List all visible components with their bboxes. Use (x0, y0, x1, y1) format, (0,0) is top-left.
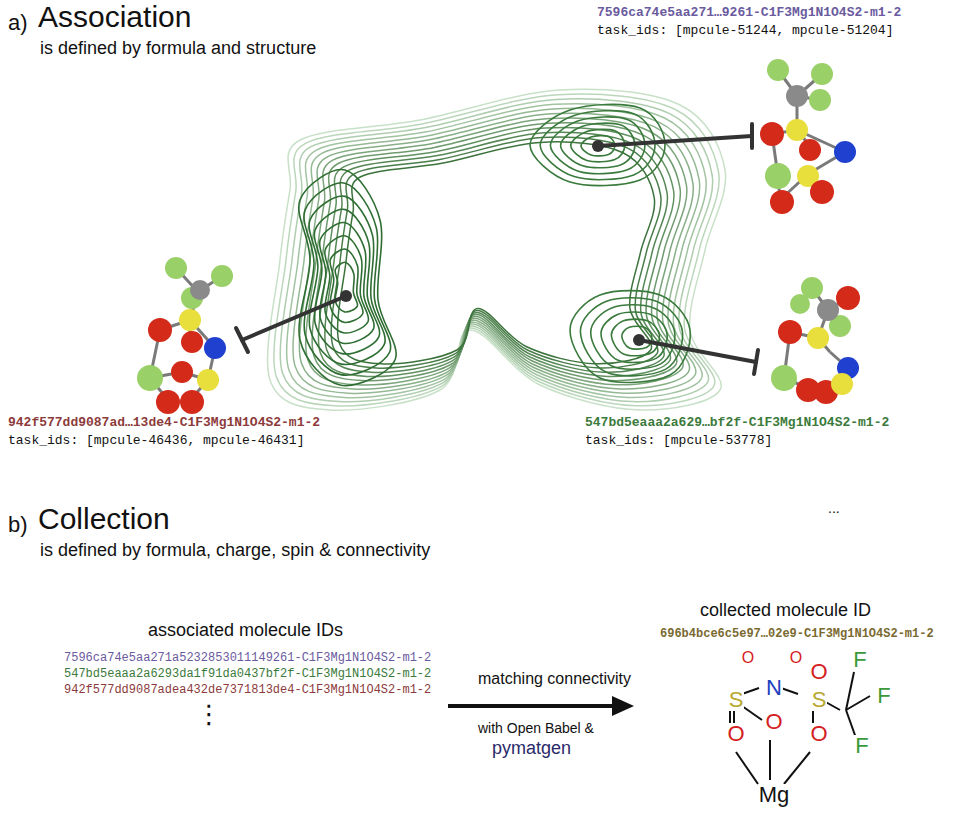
contour-line (622, 326, 652, 349)
atom-symbol: F (876, 685, 891, 707)
atom-symbol: O (726, 723, 745, 745)
contour-line (309, 196, 385, 364)
atom-symbol: O (764, 711, 783, 733)
contour-line (304, 183, 391, 375)
label-text: collected molecule ID (700, 600, 871, 621)
label-text: ... (828, 500, 840, 516)
contour-line (287, 104, 707, 398)
atom-symbol: F (852, 649, 867, 671)
contour-line (319, 223, 374, 344)
label-text: b) (8, 512, 28, 537)
contour-line (314, 209, 379, 354)
leader-lines (236, 124, 758, 374)
contour-line (580, 298, 682, 376)
reaction-arrow (448, 696, 634, 716)
label-text: with Open Babel & (478, 720, 594, 736)
label-text: is defined by formula, charge, spin & co… (40, 540, 430, 561)
molecule-id: task_ids: [mpcule-51244, mpcule-51204] (597, 24, 893, 39)
contour-line (330, 249, 363, 322)
label-text: ⋮ (196, 700, 222, 730)
atom-symbol: O (789, 650, 803, 666)
atom-symbol: F (854, 735, 869, 757)
label-text: associated molecule IDs (148, 620, 343, 641)
contour-line (293, 108, 700, 393)
contour-line (335, 262, 357, 312)
contour-line (601, 312, 667, 363)
contour-line (268, 89, 726, 410)
contour-line (306, 118, 687, 385)
label-text: matching connectivity (478, 670, 631, 688)
molecule-id: 547bd5eaaa2a629…bf2f-C1F3Mg1N1O4S2-m1-2 (585, 416, 889, 431)
label-text: Collection (38, 502, 170, 537)
atom-symbol: O (809, 723, 828, 745)
contour-line (312, 123, 680, 381)
contour-line (591, 305, 675, 369)
label-text: Association (38, 0, 191, 35)
molecule-id: 7596ca74e5aa271a5232853011149261-C1F3Mg1… (64, 652, 431, 666)
label-text: is defined by formula and structure (40, 38, 316, 59)
molecule-id: 7596ca74e5aa271…9261-C1F3Mg1N1O4S2-m1-2 (597, 6, 901, 21)
label-text: a) (8, 10, 28, 35)
molecule-id: task_ids: [mpcule-53778] (585, 434, 772, 449)
contour-line (299, 113, 693, 389)
molecule-id: 696b4bce6c5e97…02e9-C1F3Mg1N1O4S2-m1-2 (660, 628, 934, 642)
atom-symbol: N (765, 677, 783, 699)
atom-symbol: O (741, 650, 755, 666)
contour-line (299, 170, 396, 386)
contour-line (611, 319, 659, 356)
molecule-id: 547bd5eaaa2a6293da1f91da0437bf2f-C1F3Mg1… (64, 668, 431, 682)
energy-contours (268, 89, 726, 410)
atom-symbol: O (809, 661, 828, 683)
atom-symbol: S (811, 689, 828, 711)
contour-line (530, 104, 665, 185)
atom-symbol: S (728, 689, 745, 711)
contour-line (325, 132, 668, 372)
molecule-id: 942f577dd9087adea432de7371813de4-C1F3Mg1… (64, 684, 431, 698)
molecule-id: 942f577dd9087ad…13de4-C1F3Mg1N1O4S2-m1-2 (8, 416, 320, 431)
label-text: pymatgen (492, 738, 571, 759)
structure-bonds (730, 672, 870, 784)
contour-line (325, 236, 369, 333)
atom-symbol: Mg (758, 784, 791, 806)
molecule-id: task_ids: [mpcule-46436, mpcule-46431] (8, 434, 304, 449)
contour-line (570, 291, 690, 383)
molecule-3d (137, 59, 860, 414)
